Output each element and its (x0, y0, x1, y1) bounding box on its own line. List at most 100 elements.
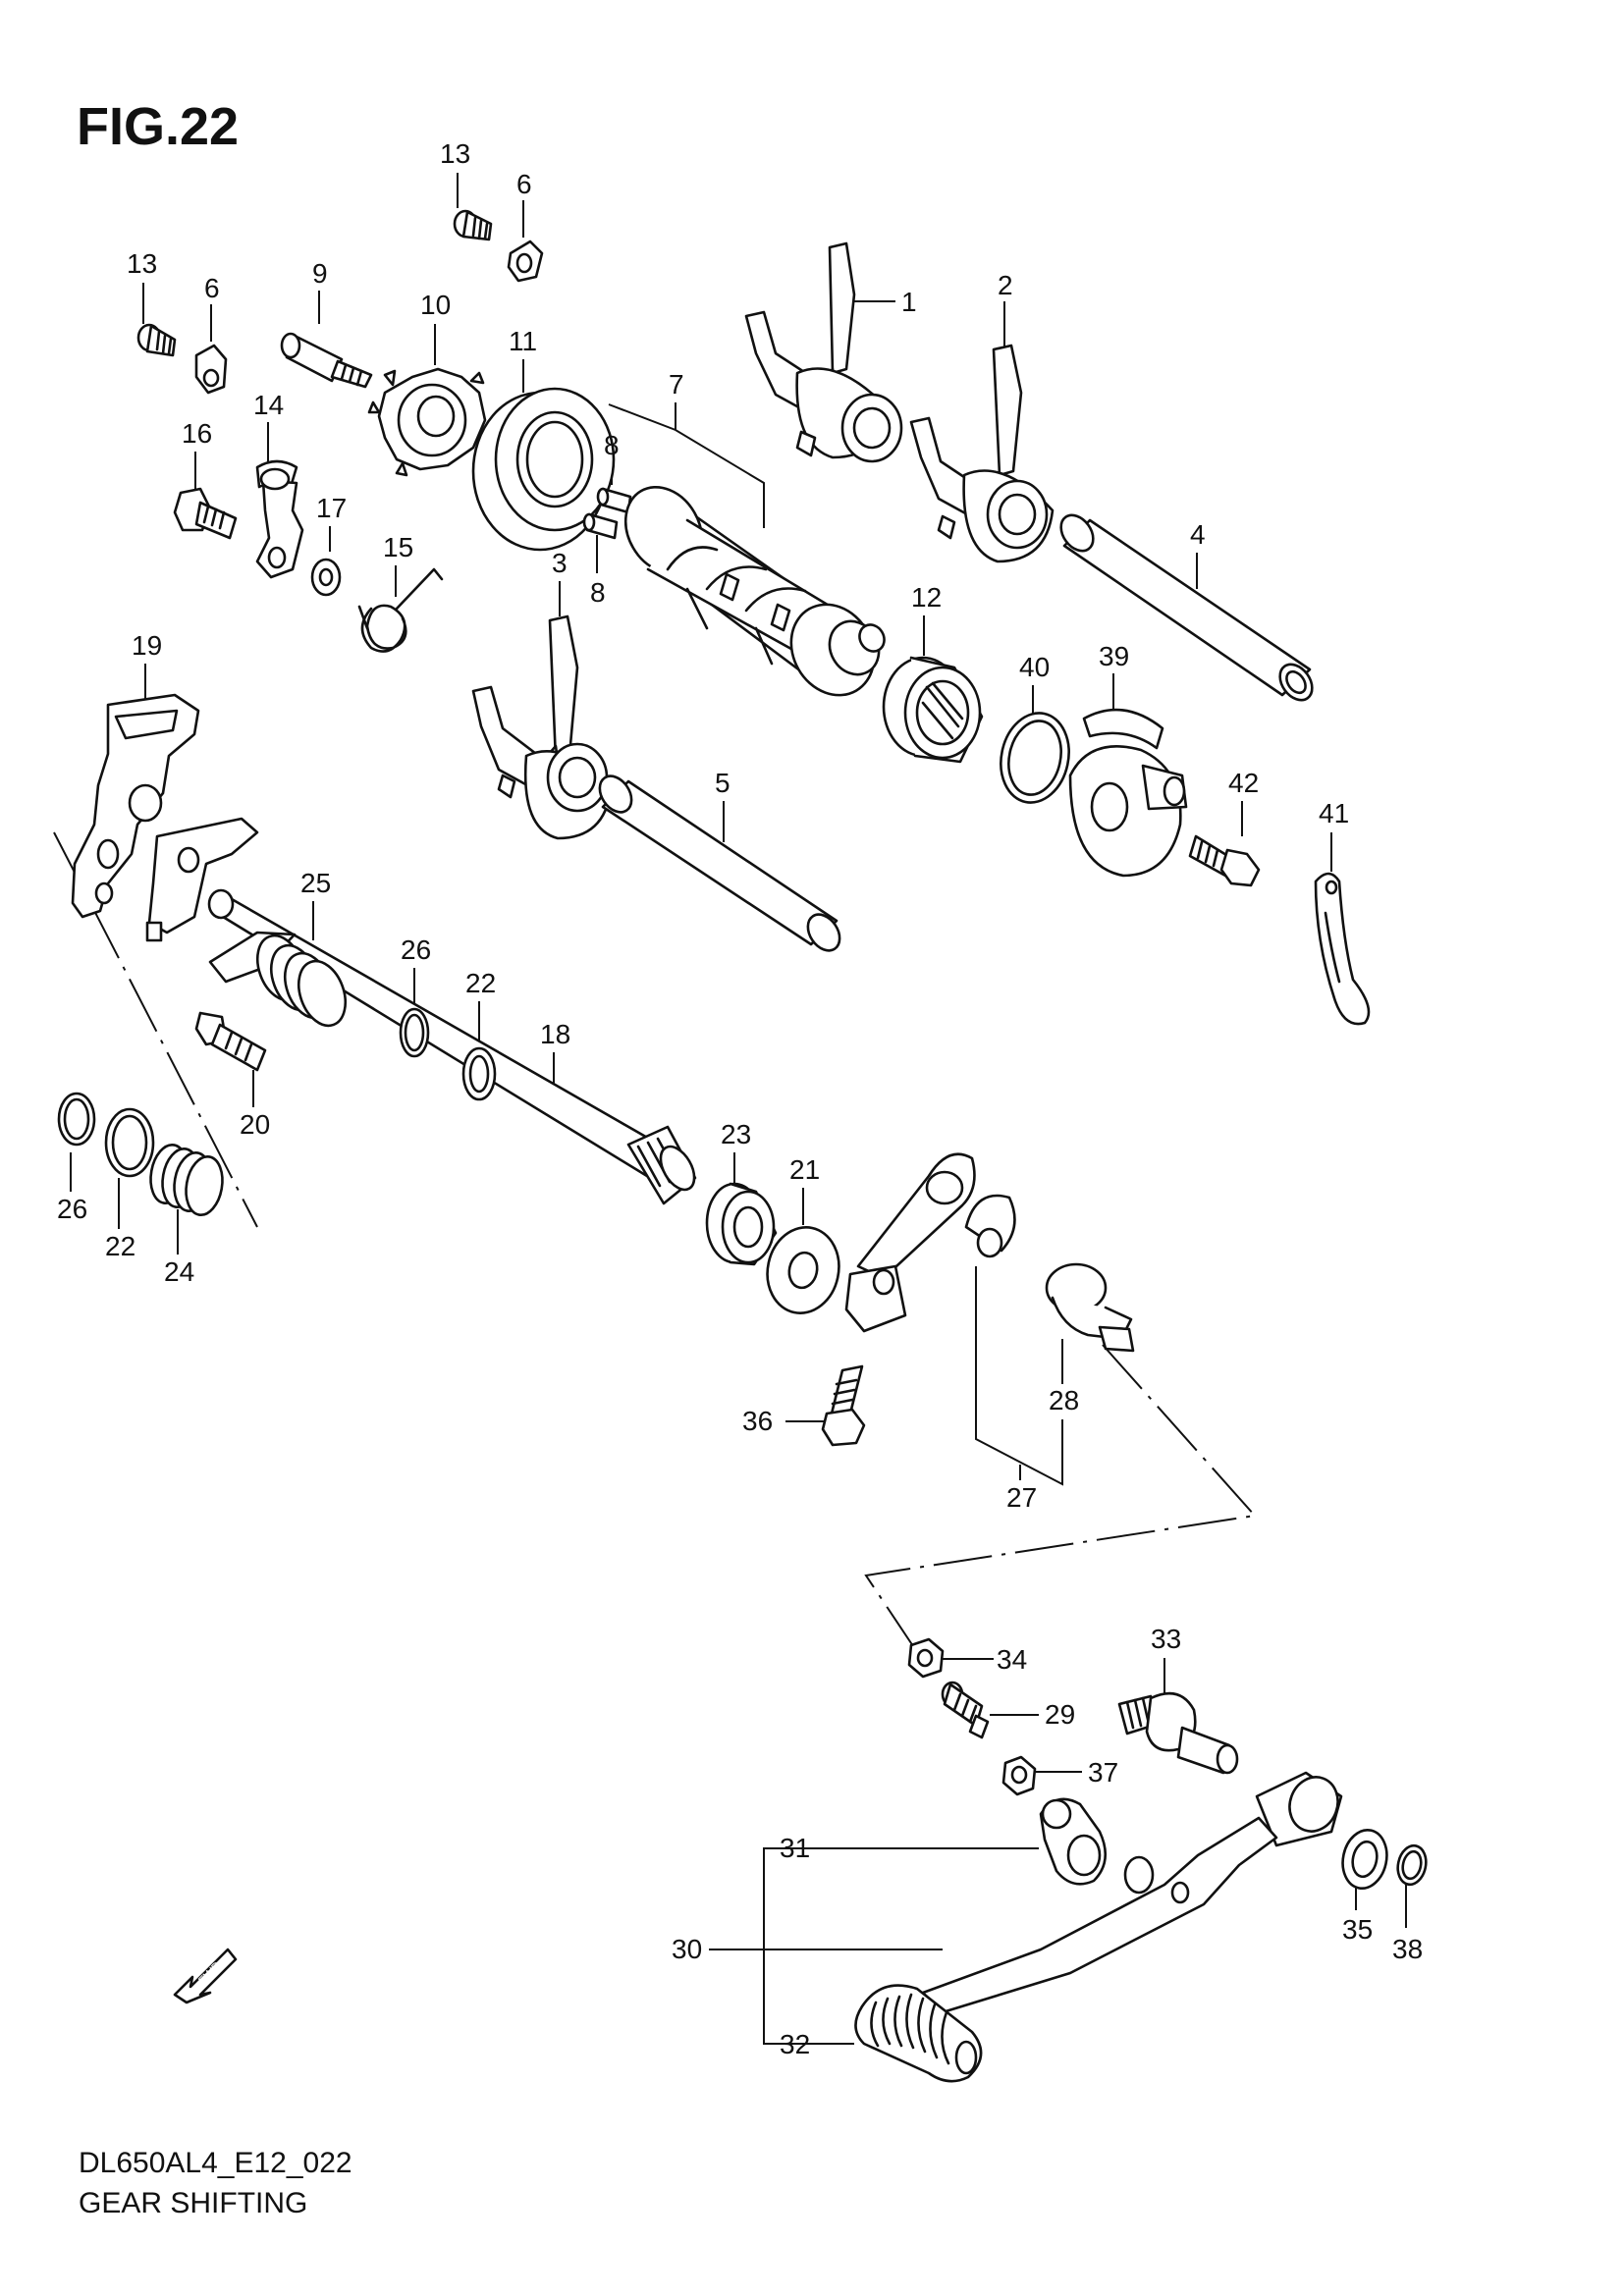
callout-c8b: 8 (590, 577, 606, 608)
callout-c17: 17 (316, 493, 348, 523)
leader-lines (70, 173, 1407, 2045)
guide-part-39 (1068, 708, 1188, 878)
callout-c26b: 26 (57, 1194, 88, 1224)
fork-shaft-part-5 (598, 774, 841, 952)
callout-c27: 27 (1006, 1482, 1038, 1513)
screw-part-13a (453, 209, 493, 241)
circlip-part-38 (1396, 1843, 1428, 1887)
callout-c26a: 26 (401, 934, 432, 965)
callout-c6a: 6 (516, 169, 532, 199)
callout-c39: 39 (1099, 641, 1130, 671)
washer-part-35 (1341, 1829, 1388, 1890)
callout-c13a: 13 (440, 138, 471, 169)
callout-c21: 21 (789, 1154, 821, 1185)
callout-c15: 15 (383, 532, 414, 562)
callout-c33: 33 (1151, 1624, 1182, 1654)
callout-c14: 14 (253, 390, 285, 420)
bolt-part-29 (941, 1681, 990, 1739)
gearshift-lever-part-30 (921, 1771, 1343, 2014)
shift-drum-part-7 (623, 485, 886, 697)
pivot-bolt-part-33 (1117, 1691, 1239, 1775)
joint-part-28 (1045, 1262, 1135, 1353)
footpeg-rubber-part-32 (854, 1984, 983, 2083)
callout-c24: 24 (164, 1256, 195, 1287)
spring-part-24 (149, 1143, 224, 1217)
circlip-part-26a (399, 1007, 430, 1058)
callout-c4: 4 (1190, 519, 1206, 550)
callout-c28: 28 (1049, 1385, 1080, 1415)
diagram-code: DL650AL4_E12_022 (79, 2147, 352, 2179)
spring-clip-part-41 (1314, 872, 1371, 1026)
figure-title: FIG.22 (77, 97, 240, 156)
washer-part-6b (194, 344, 228, 395)
pin-part-8a (596, 487, 632, 514)
callout-c22b: 22 (105, 1231, 136, 1261)
pin-part-8b (582, 512, 619, 540)
return-spring-part-25 (255, 934, 348, 1028)
nut-part-37 (1001, 1755, 1037, 1796)
callout-c20: 20 (240, 1109, 271, 1140)
callout-c10: 10 (420, 290, 452, 320)
bearing-part-11 (471, 387, 616, 552)
callout-c16: 16 (182, 418, 213, 449)
callout-c1: 1 (901, 287, 917, 317)
cam-stopper-plate-part-10 (367, 367, 487, 477)
pin-part-9 (280, 332, 373, 389)
washer-part-6a (507, 240, 544, 283)
callout-c12: 12 (911, 582, 943, 613)
callout-c5: 5 (715, 768, 730, 798)
callout-c36: 36 (742, 1406, 774, 1436)
callout-c35: 35 (1342, 1914, 1374, 1945)
gearshift-shaft-part-18 (145, 817, 697, 1205)
callout-c6b: 6 (204, 273, 220, 303)
callout-c13b: 13 (127, 248, 158, 279)
callout-c11: 11 (509, 326, 538, 356)
gearshift-link-arm-part-27 (844, 1152, 1016, 1333)
washer-part-17 (310, 558, 342, 597)
callout-c8a: 8 (604, 430, 620, 460)
callout-c40: 40 (1019, 652, 1051, 682)
callout-c29: 29 (1045, 1699, 1076, 1730)
bolt-part-42 (1188, 834, 1261, 887)
callout-c34: 34 (997, 1644, 1028, 1675)
callout-c18: 18 (540, 1019, 571, 1049)
callout-c30: 30 (672, 1934, 703, 1964)
callout-c2: 2 (998, 270, 1013, 300)
shift-fork-part-2 (909, 344, 1055, 563)
stud-bolt-part-20 (194, 1011, 267, 1072)
callout-c9: 9 (312, 258, 328, 289)
callout-c37: 37 (1088, 1757, 1119, 1788)
needle-bearing-part-12 (882, 656, 984, 764)
callout-c22a: 22 (465, 968, 497, 998)
callout-c38: 38 (1392, 1934, 1424, 1964)
callout-c3: 3 (552, 548, 568, 578)
callout-c32: 32 (780, 2029, 811, 2059)
stopper-part-14 (255, 459, 304, 579)
washer-part-21 (766, 1226, 840, 1314)
shift-fork-part-1 (744, 241, 903, 463)
washer-part-22b (104, 1107, 155, 1178)
bolt-part-16 (173, 487, 238, 540)
forward-direction-arrow (173, 1948, 238, 2004)
pivot-part-31 (1039, 1797, 1108, 1886)
circlip-part-26b (57, 1092, 96, 1147)
diagram-description: GEAR SHIFTING (79, 2187, 308, 2219)
washer-part-22a (461, 1046, 497, 1101)
group-dash-lines (53, 831, 1257, 1653)
oil-seal-part-23 (705, 1182, 778, 1266)
callout-c25: 25 (300, 868, 332, 898)
callout-c31: 31 (780, 1833, 811, 1863)
callout-c41: 41 (1319, 798, 1350, 828)
shift-fork-part-3 (471, 614, 613, 840)
spring-part-15 (357, 567, 444, 653)
bolt-part-36 (821, 1364, 866, 1447)
nut-part-34 (907, 1637, 945, 1679)
callout-c7: 7 (669, 369, 684, 400)
screw-part-13b (136, 323, 177, 357)
gearshift-arm-part-19 (71, 693, 200, 919)
callout-c19: 19 (132, 630, 163, 661)
fork-shaft-part-4 (1059, 513, 1314, 702)
circlip-part-40 (1000, 712, 1070, 804)
callout-c42: 42 (1228, 768, 1260, 798)
